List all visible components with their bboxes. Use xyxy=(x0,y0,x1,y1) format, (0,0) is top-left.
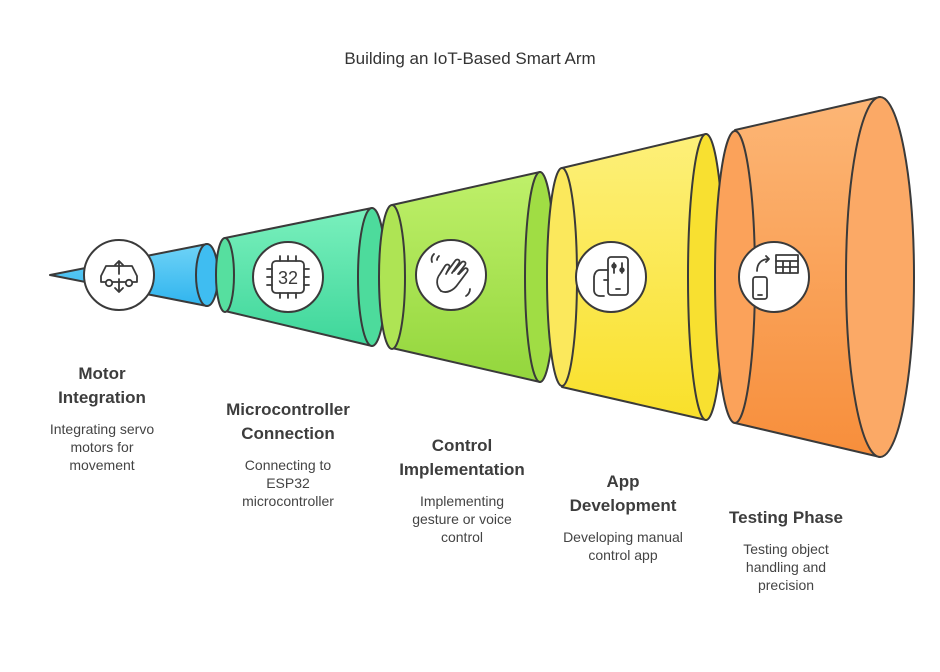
hand-phone-sliders-icon xyxy=(575,241,647,313)
stage-title: App Development xyxy=(569,472,677,515)
stage-description: Testing object handling and precision xyxy=(743,541,829,593)
stage-description: Connecting to ESP32 microcontroller xyxy=(242,457,334,509)
stage-description: Integrating servo motors for movement xyxy=(49,421,155,473)
stage-title: Microcontroller Connection xyxy=(226,400,350,443)
stage-app-development: App Development Developing manual contro… xyxy=(543,470,703,564)
stage-title: Testing Phase xyxy=(729,508,843,527)
segment-app-development xyxy=(546,133,725,421)
phone-table-sync-icon xyxy=(738,241,810,313)
diagram-title: Building an IoT-Based Smart Arm xyxy=(344,49,596,68)
chip-label: 32 xyxy=(278,268,298,288)
car-arrows-icon xyxy=(83,239,155,311)
chip-32-icon: 32 xyxy=(252,241,324,313)
waving-hand-icon xyxy=(415,239,487,311)
stage-title: Control Implementation xyxy=(399,436,525,479)
stage-testing-phase: Testing Phase Testing object handling an… xyxy=(701,506,871,594)
stage-control-implementation: Control Implementation Implementing gest… xyxy=(376,434,548,546)
stage-description: Implementing gesture or voice control xyxy=(412,493,512,545)
stage-microcontroller-connection: Microcontroller Connection Connecting to… xyxy=(198,398,378,510)
stage-motor-integration: Motor Integration Integrating servo moto… xyxy=(32,362,172,474)
stage-description: Developing manual control app xyxy=(563,529,683,563)
stage-title: Motor Integration xyxy=(58,364,146,407)
